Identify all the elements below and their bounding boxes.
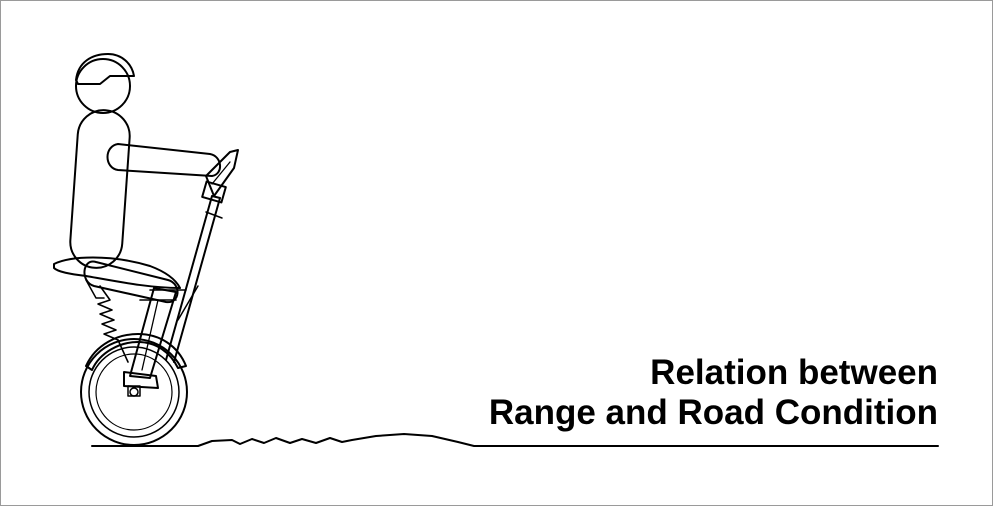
seat: [53, 256, 181, 289]
road-line: [91, 433, 939, 447]
suspension-spring: [97, 285, 129, 363]
rider-foot: [123, 371, 159, 389]
diagram-title: Relation between Range and Road Conditio…: [489, 353, 938, 433]
rider-arm: [106, 143, 221, 177]
rider-head: [75, 53, 135, 114]
handlebar: [205, 149, 239, 197]
steering-column: [165, 180, 227, 363]
rider-shin: [129, 287, 177, 379]
rider-torso: [69, 109, 131, 269]
wheel: [80, 338, 188, 446]
title-line-1: Relation between: [650, 353, 938, 392]
title-line-2: Range and Road Condition: [488, 393, 938, 432]
rider-thigh: [83, 260, 179, 304]
